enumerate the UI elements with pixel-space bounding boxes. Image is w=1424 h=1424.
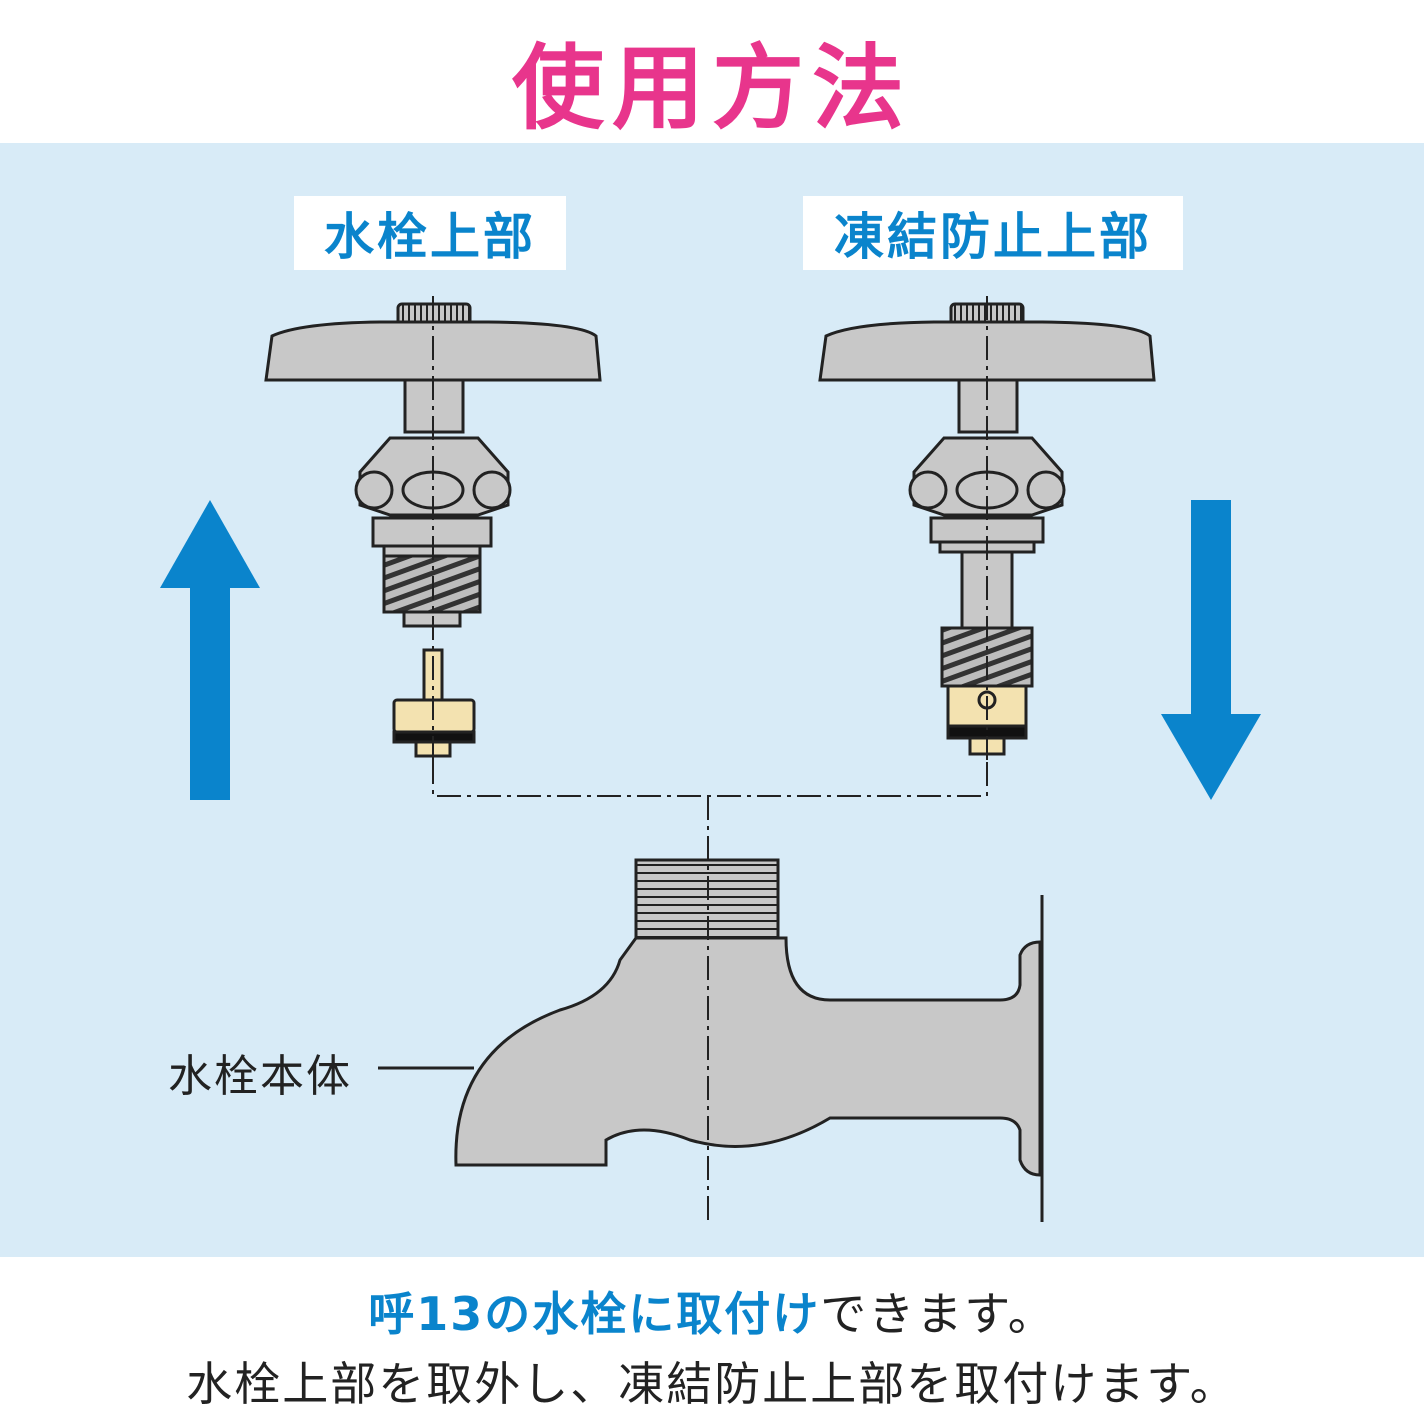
caption-rest: できます。 [820, 1287, 1056, 1341]
arrow-up-icon [160, 500, 260, 800]
antifreeze-upper-label-text: 凍結防止上部 [834, 208, 1152, 266]
upper-faucet-part [264, 302, 602, 758]
caption-line-1: 呼13の水栓に取付けできます。 [0, 1278, 1424, 1344]
page-title: 使用方法 [511, 35, 912, 142]
caption-line-2: 水栓上部を取外し、凍結防止上部を取付けます。 [186, 1357, 1238, 1411]
upper-faucet-label-text: 水栓上部 [324, 208, 536, 266]
arrow-down-icon [1161, 500, 1261, 800]
upper-faucet-label: 水栓上部 [294, 196, 566, 270]
antifreeze-upper-label: 凍結防止上部 [803, 196, 1183, 270]
faucet-body-label: 水栓本体 [168, 1051, 352, 1102]
caption-emphasis: 呼13の水栓に取付け [368, 1287, 821, 1341]
faucet-body [454, 858, 1044, 1222]
center-lines [432, 296, 988, 1222]
